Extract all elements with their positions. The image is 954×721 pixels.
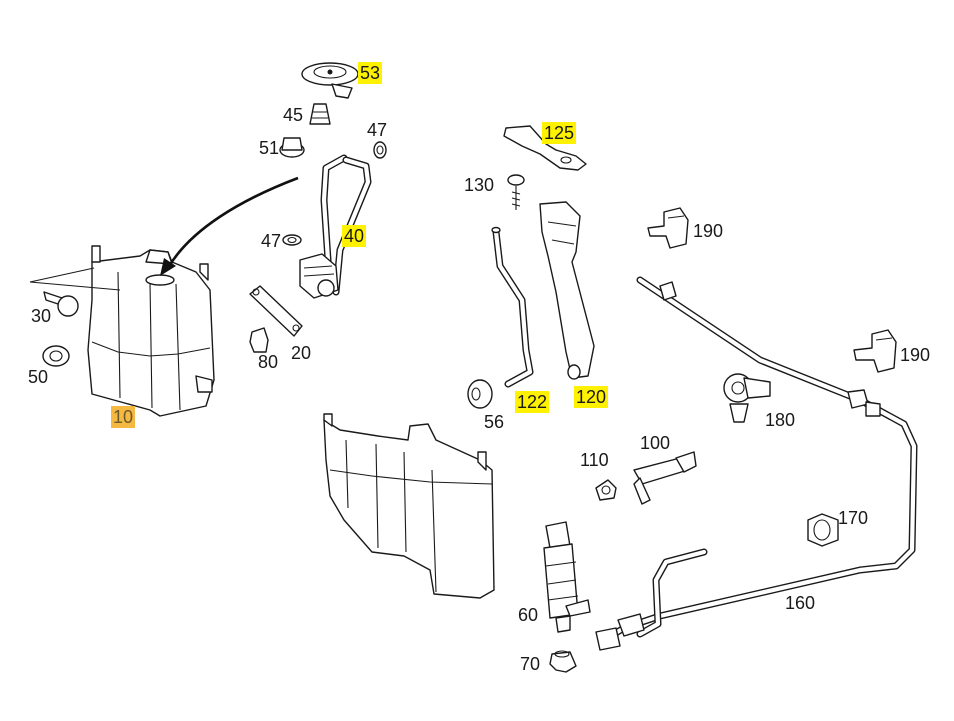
callout-190-lower: 190 [900,345,931,365]
reservoir-tank-part [87,245,215,417]
plug-51-part [279,137,305,158]
grommet-70-part [549,650,577,673]
clamp-170-part [807,513,839,547]
grommet-47-lower-part [282,234,302,246]
callout-70: 70 [520,654,541,674]
callout-10: 10 [111,406,136,428]
callout-122: 122 [515,391,550,413]
grommet-47-upper-part [373,141,387,159]
callout-51: 51 [259,138,280,158]
callout-80: 80 [258,352,279,372]
callout-60: 60 [518,605,539,625]
leader-lines-30 [29,267,121,291]
callout-190-upper: 190 [693,221,724,241]
callout-56: 56 [484,412,505,432]
grommet-56-part [467,379,493,409]
filler-neck-40-part [299,154,372,299]
screw-130-part [507,174,525,210]
reservoir-lower-part [323,413,495,599]
callout-50: 50 [28,367,49,387]
callout-47-lower: 47 [261,231,282,251]
callout-40: 40 [342,225,367,247]
callout-110: 110 [580,450,609,470]
assembly-arrow [160,176,299,276]
callout-30: 30 [31,306,52,326]
nozzle-110-part [595,479,617,501]
callout-160: 160 [785,593,816,613]
callout-100: 100 [640,433,671,453]
washer-pump-60-part [543,521,591,633]
connector-100-part [633,451,697,505]
bracket-20-part [249,285,303,337]
hose-122-part [491,226,534,388]
callout-45: 45 [283,105,304,125]
clamp-180-part [723,373,771,423]
callout-125: 125 [542,122,577,144]
callout-130: 130 [464,175,495,195]
callout-180: 180 [765,410,796,430]
bolt-30-part [43,291,79,317]
callout-53: 53 [358,62,383,84]
washer-hose-160-part [595,276,918,651]
seal-45-part [309,103,331,125]
filler-cap-53-part [301,62,359,99]
grommet-50-part [42,345,70,367]
clip-80-part [249,327,269,353]
callout-20: 20 [291,343,312,363]
filler-pipe-120-part [539,201,595,380]
callout-170: 170 [838,508,869,528]
callout-47-upper: 47 [367,120,388,140]
callout-120: 120 [574,386,609,408]
nozzle-190-upper-part [647,207,689,249]
nozzle-190-lower-part [853,329,897,373]
